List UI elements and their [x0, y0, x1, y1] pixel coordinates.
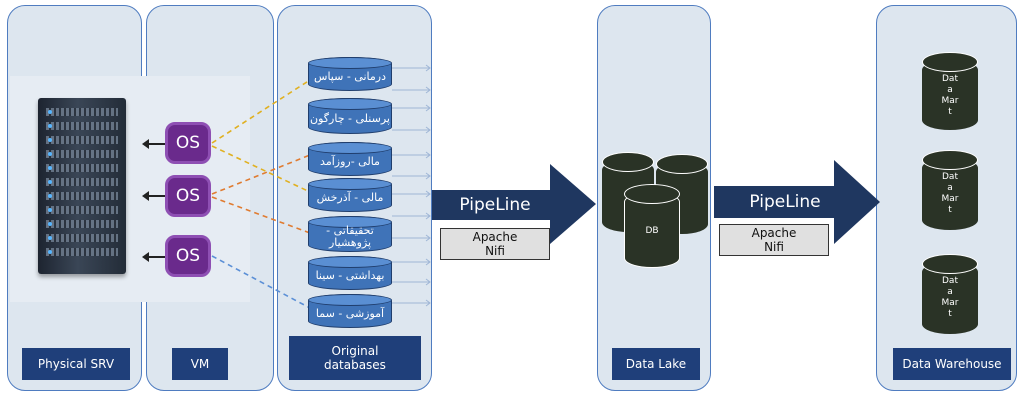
- os-1-arrow: [142, 139, 166, 149]
- link-os2-db5: [211, 196, 311, 234]
- data-lake-label: Data Lake: [612, 348, 700, 380]
- database-cylinder: مالی - آذرخش: [308, 178, 392, 212]
- database-cylinder: آموزشی - سما: [308, 294, 392, 328]
- os-icon: OS: [165, 235, 211, 277]
- link-os1-db4: [211, 145, 311, 193]
- vm-label: VM: [172, 348, 228, 380]
- physical-srv-label: Physical SRV: [22, 348, 130, 380]
- database-cylinder: بهداشتی - سینا: [308, 256, 392, 290]
- pipeline-1-tool-box: Apache Nifi: [440, 228, 550, 260]
- pipeline-2-tool-line2: Nifi: [764, 240, 784, 254]
- pipeline-arrow-1: [432, 164, 596, 244]
- lake-db-label: DB: [645, 226, 659, 236]
- database-cylinder: پرسنلی - چارگون: [308, 98, 392, 134]
- physical-server-image: [38, 98, 126, 274]
- pipeline-1-tool-line1: Apache: [472, 230, 518, 244]
- lake-cylinder-front: DB: [624, 184, 680, 268]
- os-icon: OS: [165, 175, 211, 217]
- pipeline-arrow-2: [714, 160, 880, 244]
- link-os3-db7: [211, 255, 311, 309]
- link-os1-db1: [211, 79, 311, 144]
- database-cylinder: مالی -روزآمد: [308, 142, 392, 176]
- original-databases-label: Original databases: [289, 336, 421, 380]
- database-cylinder: درمانی - سپاس: [308, 57, 392, 91]
- pipeline-1-tool-line2: Nifi: [485, 244, 505, 258]
- link-os2-db3: [211, 154, 311, 195]
- pipeline-1-label: PipeLine: [459, 195, 531, 215]
- database-cylinder: تحقیقاتی - پژوهشیار: [308, 216, 392, 252]
- data-warehouse-label: Data Warehouse: [893, 348, 1011, 380]
- os-icon: OS: [165, 122, 211, 164]
- pipeline-2-label: PipeLine: [749, 192, 821, 212]
- os-3-arrow: [142, 252, 166, 262]
- os-2-arrow: [142, 191, 166, 201]
- pipeline-2-tool-box: Apache Nifi: [719, 224, 829, 256]
- pipeline-2-tool-line1: Apache: [751, 226, 797, 240]
